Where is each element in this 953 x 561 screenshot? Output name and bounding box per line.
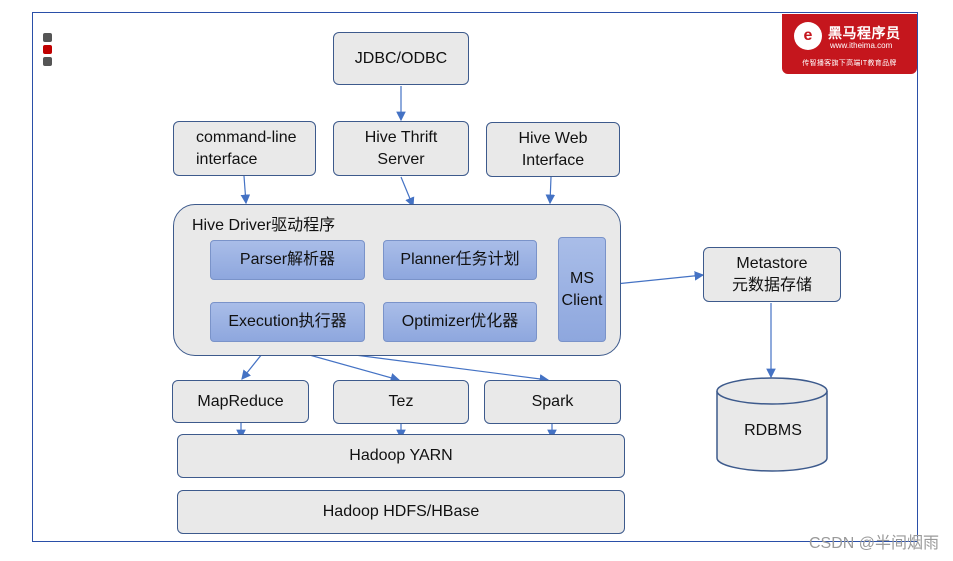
yarn-box: Hadoop YARN [177, 434, 625, 478]
arrow-thrift-driver [400, 176, 415, 208]
execution-component: Execution执行器 [210, 302, 365, 342]
hive-driver-title: Hive Driver驱动程序 [192, 217, 336, 234]
logo-slogan: 传智播客旗下高端IT教育品牌 [802, 60, 897, 67]
thrift-server-box: Hive Thrift Server [333, 121, 469, 176]
itheima-logo: e 黑马程序员 www.itheima.com 传智播客旗下高端IT教育品牌 [782, 14, 917, 74]
web-interface-box: Hive Web Interface [486, 122, 620, 177]
arrow-web-driver [545, 176, 556, 205]
logo-url: www.itheima.com [830, 41, 893, 50]
slide-markers [43, 33, 53, 69]
marker-gray-top [43, 33, 52, 42]
cli-box: command-line interface [173, 121, 316, 176]
tez-box: Tez [333, 380, 469, 424]
parser-component: Parser解析器 [210, 240, 365, 280]
hdfs-hbase-box: Hadoop HDFS/HBase [177, 490, 625, 534]
rdbms-cylinder [716, 377, 828, 472]
jdbc-odbc-box: JDBC/ODBC [333, 32, 469, 85]
rdbms-label: RDBMS [744, 422, 802, 439]
arrow-msclient-metastore [605, 271, 705, 286]
arrow-cli-driver [240, 175, 251, 205]
ms-client-component: MS Client [558, 237, 606, 342]
mapreduce-box: MapReduce [172, 380, 309, 423]
logo-mark-icon: e [794, 22, 822, 50]
planner-component: Planner任务计划 [383, 240, 537, 280]
csdn-watermark: CSDN @半间烟雨 [808, 535, 939, 552]
logo-title: 黑马程序员 [828, 25, 901, 41]
metastore-box: Metastore 元数据存储 [703, 247, 841, 302]
marker-red [43, 45, 52, 54]
spark-box: Spark [484, 380, 621, 424]
optimizer-component: Optimizer优化器 [383, 302, 537, 342]
marker-gray-bottom [43, 57, 52, 66]
